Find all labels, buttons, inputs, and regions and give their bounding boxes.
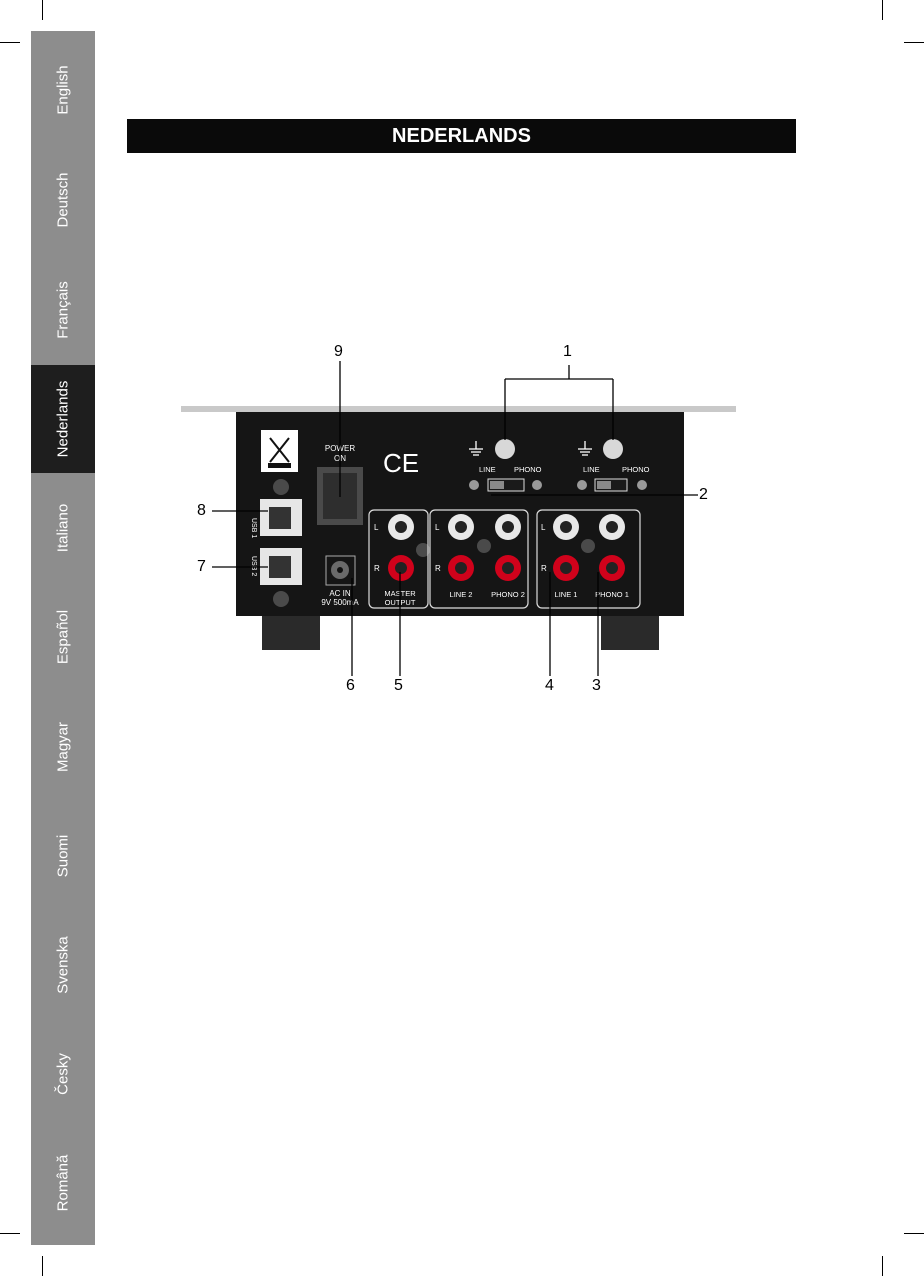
selector-left-phono-label: PHONO xyxy=(514,465,542,474)
rca-jack-center xyxy=(455,562,467,574)
weee-bar-icon xyxy=(268,463,291,468)
selector-right-knob xyxy=(597,481,611,489)
rca-r-label: R xyxy=(374,564,380,573)
callout-9: 9 xyxy=(334,343,343,361)
rca-jack-center xyxy=(395,521,407,533)
usb2-label: USB 2 xyxy=(250,556,257,576)
ac-label-bottom: 9V 500mA xyxy=(321,598,359,607)
phono2-label: PHONO 2 xyxy=(491,590,525,599)
rca-jack-center xyxy=(395,562,407,574)
phono1-label: PHONO 1 xyxy=(595,590,629,599)
usb2-port-socket xyxy=(269,556,291,578)
screw-icon xyxy=(273,591,289,607)
selector-screw xyxy=(469,480,479,490)
callout-2: 2 xyxy=(699,486,708,504)
rca-jack-center xyxy=(606,562,618,574)
selector-screw xyxy=(637,480,647,490)
usb1-port-socket xyxy=(269,507,291,529)
line1-label: LINE 1 xyxy=(555,590,578,599)
callout-7: 7 xyxy=(197,558,206,576)
callout-8: 8 xyxy=(197,502,206,520)
rca-jack-center xyxy=(560,521,572,533)
rca-l-label: L xyxy=(374,523,379,532)
surface-line xyxy=(181,406,736,412)
rca-jack-center xyxy=(502,521,514,533)
rca-r-label: R xyxy=(541,564,547,573)
callout-4: 4 xyxy=(545,677,554,695)
selector-right-line-label: LINE xyxy=(583,465,600,474)
ground-terminal-right xyxy=(603,439,623,459)
rca-jack-center xyxy=(502,562,514,574)
ground-terminal-left xyxy=(495,439,515,459)
ac-label-top: AC IN xyxy=(329,589,351,598)
selector-left-line-label: LINE xyxy=(479,465,496,474)
rca-l-label: L xyxy=(435,523,440,532)
rca-l-label: L xyxy=(541,523,546,532)
line2-label: LINE 2 xyxy=(450,590,473,599)
callout-6: 6 xyxy=(346,677,355,695)
screw-icon xyxy=(581,539,595,553)
callout-5: 5 xyxy=(394,677,403,695)
selector-left-knob xyxy=(490,481,504,489)
screw-icon xyxy=(273,479,289,495)
rca-jack-center xyxy=(455,521,467,533)
rca-jack-center xyxy=(560,562,572,574)
callout-1: 1 xyxy=(563,343,572,361)
selector-right-phono-label: PHONO xyxy=(622,465,650,474)
ce-mark: CE xyxy=(383,448,419,478)
selector-screw xyxy=(532,480,542,490)
usb1-label: USB 1 xyxy=(250,518,257,538)
screw-icon xyxy=(477,539,491,553)
rca-jack-center xyxy=(606,521,618,533)
callout-3: 3 xyxy=(592,677,601,695)
ac-jack-pin xyxy=(337,567,343,573)
foot-left xyxy=(262,612,320,650)
rca-r-label: R xyxy=(435,564,441,573)
selector-screw xyxy=(577,480,587,490)
foot-right xyxy=(601,612,659,650)
